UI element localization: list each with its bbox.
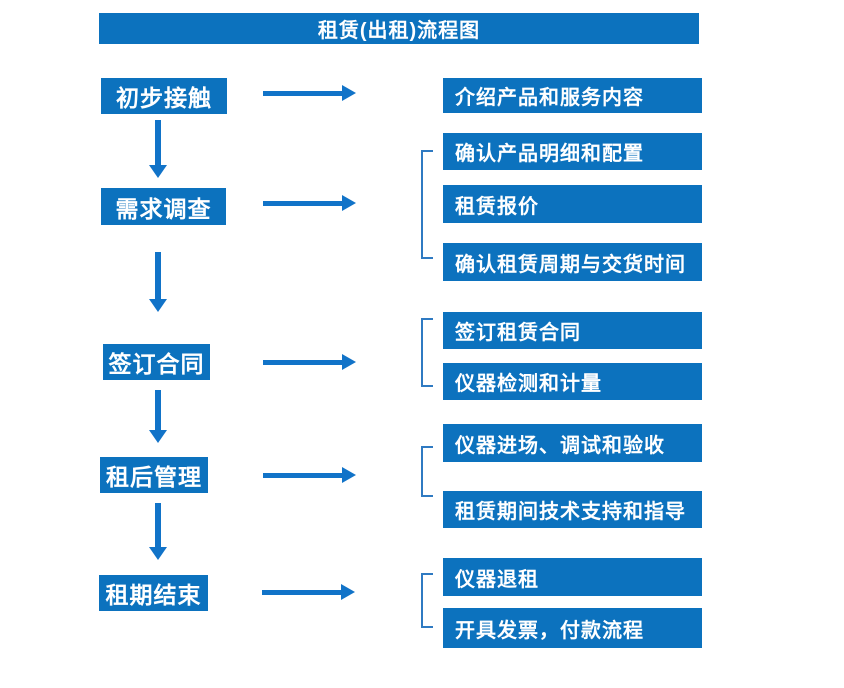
group-bracket-4 xyxy=(421,573,433,628)
detail-instrument-setup-acceptance: 仪器进场、调试和验收 xyxy=(443,424,702,462)
detail-instrument-return: 仪器退租 xyxy=(443,558,702,596)
detail-technical-support: 租赁期间技术支持和指导 xyxy=(443,491,702,528)
stage-contract-signing: 签订合同 xyxy=(103,344,210,380)
right-arrow-head xyxy=(342,85,356,101)
down-arrow-4 xyxy=(149,503,167,560)
down-arrow-head xyxy=(149,547,167,560)
right-arrow-head xyxy=(341,584,355,600)
flow-title: 租赁(出租)流程图 xyxy=(99,13,699,44)
stage-requirement-survey: 需求调查 xyxy=(101,188,226,225)
stage-lease-end: 租期结束 xyxy=(99,575,208,611)
down-arrow-1 xyxy=(149,120,167,178)
detail-sign-rental-contract: 签订租赁合同 xyxy=(443,312,702,349)
right-arrow-head xyxy=(342,467,356,483)
right-arrow-shaft xyxy=(262,590,343,595)
down-arrow-shaft xyxy=(155,252,161,301)
right-arrow-head xyxy=(342,354,356,370)
right-arrow-1 xyxy=(263,85,356,101)
right-arrow-head xyxy=(342,195,356,211)
detail-rental-quote: 租赁报价 xyxy=(443,185,702,223)
down-arrow-shaft xyxy=(155,390,161,432)
right-arrow-shaft xyxy=(263,360,344,365)
detail-invoice-payment: 开具发票，付款流程 xyxy=(443,608,702,648)
detail-instrument-inspection: 仪器检测和计量 xyxy=(443,363,702,400)
group-bracket-3 xyxy=(421,446,433,497)
right-arrow-shaft xyxy=(263,201,344,206)
down-arrow-head xyxy=(149,299,167,312)
down-arrow-head xyxy=(149,430,167,443)
right-arrow-shaft xyxy=(263,91,344,96)
group-bracket-1 xyxy=(421,150,433,259)
detail-confirm-period-delivery: 确认租赁周期与交货时间 xyxy=(443,243,702,281)
stage-post-rental-management: 租后管理 xyxy=(100,457,208,493)
right-arrow-4 xyxy=(263,467,356,483)
down-arrow-3 xyxy=(149,390,167,443)
down-arrow-shaft xyxy=(155,503,161,549)
right-arrow-2 xyxy=(263,195,356,211)
detail-confirm-product-config: 确认产品明细和配置 xyxy=(443,133,702,170)
group-bracket-2 xyxy=(421,318,433,387)
stage-initial-contact: 初步接触 xyxy=(101,78,227,114)
detail-intro-products: 介绍产品和服务内容 xyxy=(443,78,702,113)
right-arrow-5 xyxy=(262,584,355,600)
down-arrow-2 xyxy=(149,252,167,312)
down-arrow-shaft xyxy=(155,120,161,167)
right-arrow-3 xyxy=(263,354,356,370)
right-arrow-shaft xyxy=(263,473,344,478)
down-arrow-head xyxy=(149,165,167,178)
